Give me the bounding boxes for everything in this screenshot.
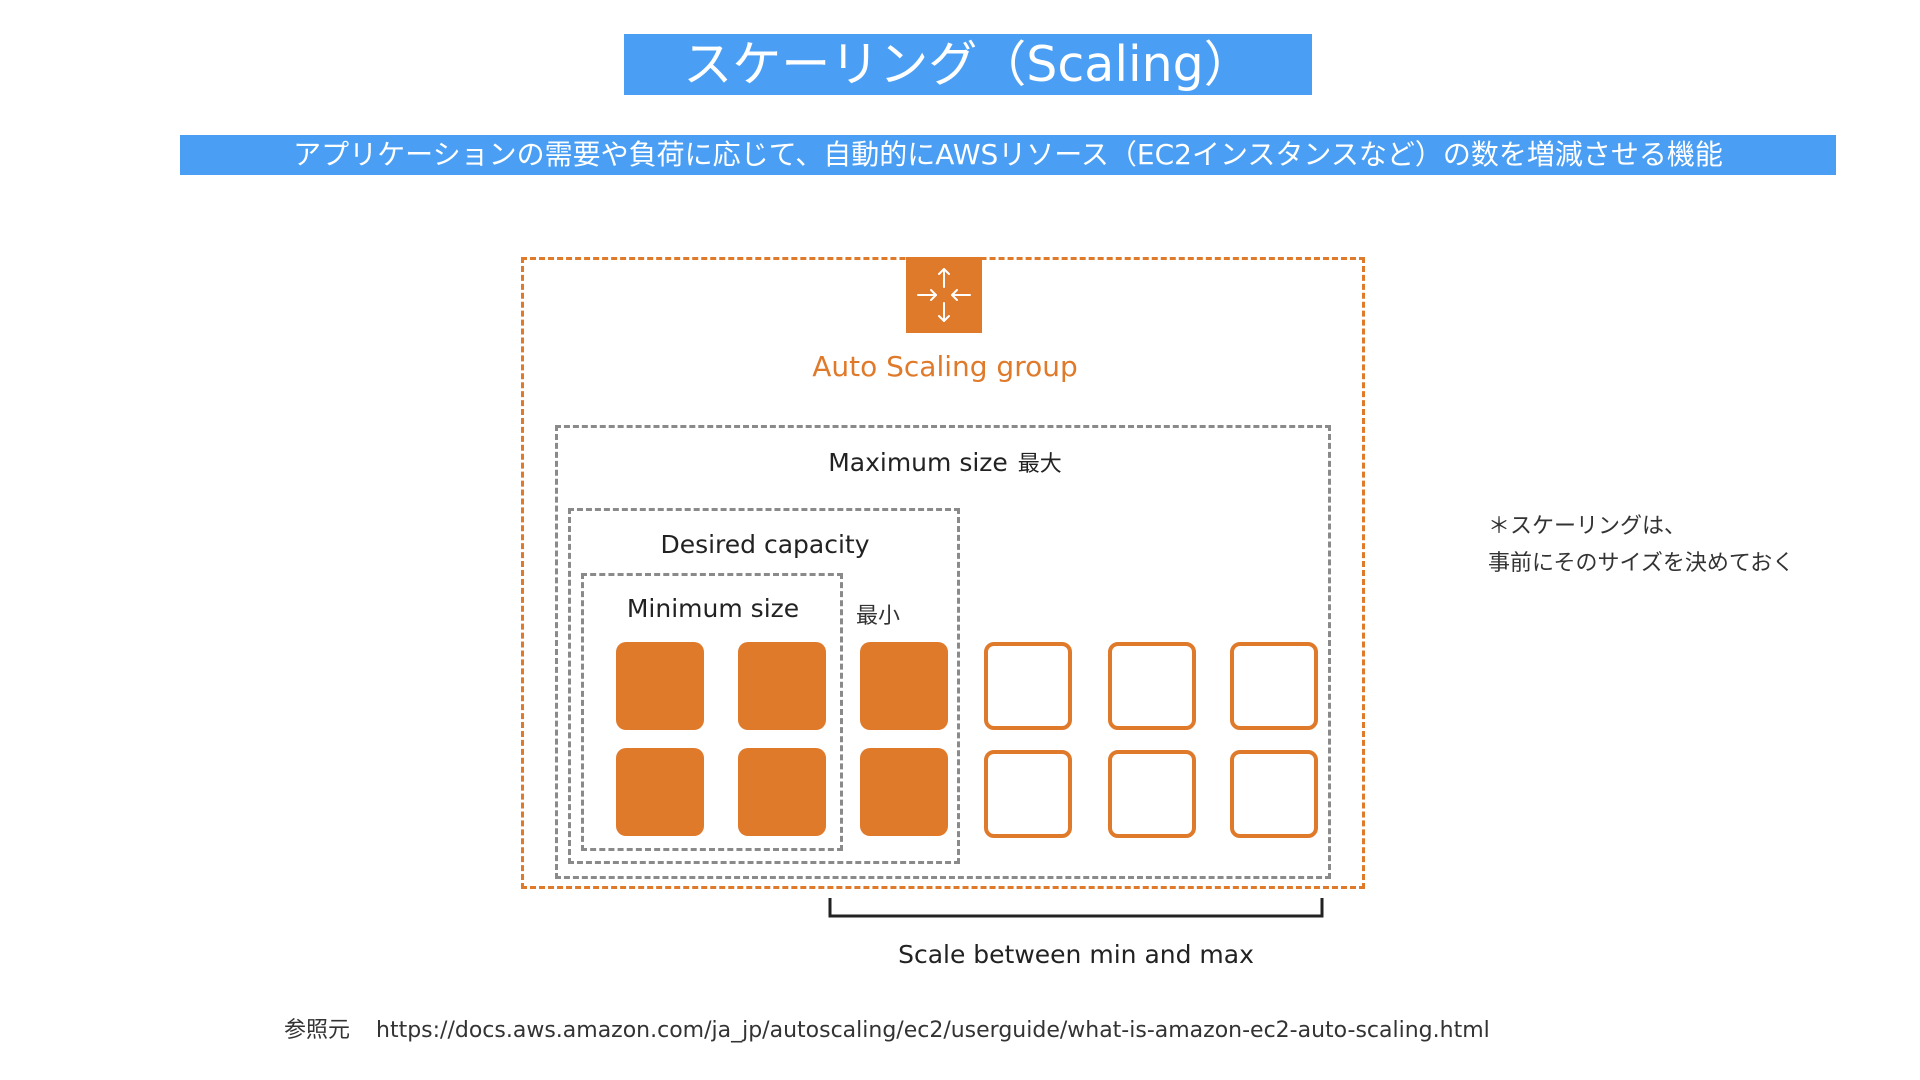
minimum-size-box: [581, 573, 843, 851]
maximum-size-box: [555, 425, 1331, 879]
instance-running: [616, 642, 704, 730]
instance-running: [860, 642, 948, 730]
scale-range-bracket: [828, 898, 1324, 918]
instance-slot-empty: [984, 642, 1072, 730]
minimum-size-jp-label: 最小: [856, 604, 901, 629]
scaling-note-line-2: 事前にそのサイズを決めておく: [1488, 551, 1795, 576]
desired-capacity-box: [568, 508, 960, 864]
instance-running: [738, 642, 826, 730]
instance-running: [738, 748, 826, 836]
instance-slot-empty: [1230, 750, 1318, 838]
instance-slot-empty: [984, 750, 1072, 838]
maximum-size-jp-text: 最大: [1017, 452, 1062, 477]
source-url: https://docs.aws.amazon.com/ja_jp/autosc…: [376, 1018, 1490, 1043]
source-label: 参照元: [284, 1018, 351, 1043]
minimum-size-label: Minimum size: [626, 594, 800, 623]
maximum-size-label: Maximum size 最大: [700, 446, 1190, 478]
page-title: スケーリング（Scaling）: [624, 34, 1312, 95]
auto-scaling-group-label: Auto Scaling group: [812, 350, 1078, 383]
auto-scaling-arrows-icon: [906, 257, 982, 333]
instance-slot-empty: [1230, 642, 1318, 730]
instance-slot-empty: [1108, 750, 1196, 838]
desired-capacity-label: Desired capacity: [660, 530, 870, 559]
instance-running: [616, 748, 704, 836]
source-reference: 参照元 https://docs.aws.amazon.com/ja_jp/aut…: [284, 1012, 1490, 1044]
instance-running: [860, 748, 948, 836]
scaling-note: ＊スケーリングは、 事前にそのサイズを決めておく: [1488, 508, 1794, 582]
instance-slot-empty: [1108, 642, 1196, 730]
scaling-note-line-1: ＊スケーリングは、: [1488, 514, 1687, 539]
scale-between-label: Scale between min and max: [898, 940, 1254, 969]
maximum-size-text: Maximum size: [828, 448, 1008, 477]
page-subtitle: アプリケーションの需要や負荷に応じて、自動的にAWSリソース（EC2インスタンス…: [180, 135, 1836, 175]
